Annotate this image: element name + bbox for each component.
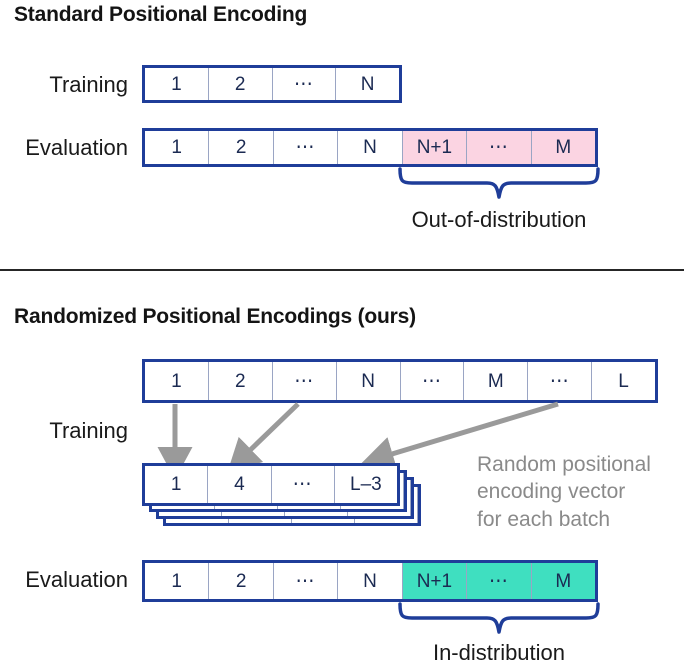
top-evaluation-cell-4-label: N+1 <box>416 137 453 158</box>
top-evaluation-cell-3: N <box>338 131 403 164</box>
bottom-evaluation-label: Evaluation <box>25 567 128 592</box>
top-evaluation-strip: 1 2 ⋯ N N+1 ⋯ M <box>142 128 598 167</box>
bottom-evaluation-cell-3: N <box>338 563 403 599</box>
bottom-full-cell-7-label: L <box>618 370 629 392</box>
bottom-evaluation-cell-0: 1 <box>145 563 210 599</box>
bottom-full-cell-5-label: M <box>487 370 504 392</box>
bottom-sampled-cell-3: L–3 <box>334 466 397 503</box>
bottom-full-cell-6: ⋯ <box>528 362 593 400</box>
top-evaluation-cell-0: 1 <box>145 131 210 164</box>
bottom-evaluation-cell-0-label: 1 <box>171 570 182 592</box>
bottom-sampled-cell-1-label: 4 <box>234 474 245 495</box>
bottom-full-cell-5: M <box>464 362 529 400</box>
bottom-full-cell-3: N <box>336 362 401 400</box>
bottom-sampled-cell-0-label: 1 <box>170 474 182 495</box>
top-training-cell-2: ⋯ <box>272 68 337 100</box>
bottom-full-cell-6-label: ⋯ <box>549 370 570 392</box>
bottom-evaluation-cell-4-label: N+1 <box>416 570 453 592</box>
bottom-training-full-range-strip: 1 2 ⋯ N ⋯ M ⋯ L <box>142 359 658 403</box>
top-training-cell-1: 2 <box>208 68 273 100</box>
top-evaluation-cell-0-label: 1 <box>171 137 182 158</box>
top-training-cell-0-label: 1 <box>171 73 182 95</box>
bottom-full-cell-0-label: 1 <box>171 370 182 392</box>
bottom-evaluation-cell-6-label: M <box>555 570 572 592</box>
bottom-evaluation-cell-5-label: ⋯ <box>488 570 509 592</box>
bottom-full-cell-7: L <box>592 362 655 400</box>
bottom-evaluation-cell-2-label: ⋯ <box>295 570 316 592</box>
top-evaluation-cell-2: ⋯ <box>273 131 339 164</box>
bottom-sampled-cell-2-label: ⋯ <box>292 474 313 495</box>
bottom-brace-caption: In-distribution <box>432 640 566 665</box>
top-brace-caption: Out-of-distribution <box>411 207 587 232</box>
top-evaluation-label: Evaluation <box>25 135 128 160</box>
top-training-cell-0: 1 <box>145 68 209 100</box>
bottom-evaluation-cell-3-label: N <box>363 570 377 592</box>
bottom-full-cell-2: ⋯ <box>272 362 337 400</box>
top-training-strip: 1 2 ⋯ N <box>142 65 402 103</box>
bottom-evaluation-cell-1-label: 2 <box>235 570 247 592</box>
top-evaluation-cell-2-label: ⋯ <box>295 137 316 158</box>
panel-divider <box>0 269 684 271</box>
top-evaluation-cell-4: N+1 <box>402 131 468 164</box>
bottom-sampled-cell-0: 1 <box>145 466 209 503</box>
panel-top-heading: Standard Positional Encoding <box>14 3 308 26</box>
top-evaluation-cell-5: ⋯ <box>467 131 532 164</box>
panel-bottom-heading: Randomized Positional Encodings (ours) <box>14 305 416 328</box>
top-training-cell-2-label: ⋯ <box>293 73 314 95</box>
bottom-full-cell-3-label: N <box>361 370 375 392</box>
bottom-full-cell-0: 1 <box>145 362 209 400</box>
bottom-training-sampled-strip: 1 4 ⋯ L–3 <box>142 463 400 506</box>
bottom-brace <box>398 602 600 636</box>
bottom-full-cell-4-label: ⋯ <box>421 370 442 392</box>
top-evaluation-cell-3-label: N <box>363 137 377 158</box>
top-evaluation-cell-6-label: M <box>555 137 572 158</box>
bottom-full-cell-2-label: ⋯ <box>294 370 315 392</box>
top-evaluation-cell-1-label: 2 <box>235 137 247 158</box>
bottom-evaluation-cell-6: M <box>531 563 595 599</box>
bottom-evaluation-cell-2: ⋯ <box>273 563 339 599</box>
bottom-full-cell-4: ⋯ <box>400 362 465 400</box>
bottom-full-cell-1: 2 <box>208 362 273 400</box>
bottom-evaluation-cell-4: N+1 <box>402 563 468 599</box>
bottom-sampled-cell-2: ⋯ <box>271 466 335 503</box>
bottom-evaluation-cell-1: 2 <box>209 563 274 599</box>
bottom-sampled-cell-1: 4 <box>208 466 272 503</box>
top-training-cell-3-label: N <box>360 73 375 95</box>
top-brace <box>398 167 600 201</box>
top-training-cell-1-label: 2 <box>234 73 246 95</box>
top-evaluation-cell-6: M <box>531 131 595 164</box>
bottom-training-label: Training <box>49 418 128 443</box>
top-training-cell-3: N <box>336 68 399 100</box>
bottom-sampled-cell-3-label: L–3 <box>350 474 382 495</box>
bottom-full-cell-1-label: 2 <box>235 370 246 392</box>
top-evaluation-cell-5-label: ⋯ <box>488 137 509 158</box>
top-training-label: Training <box>49 72 128 97</box>
random-encoding-note: Random positional encoding vector for ea… <box>477 453 651 531</box>
top-evaluation-cell-1: 2 <box>209 131 274 164</box>
bottom-evaluation-strip: 1 2 ⋯ N N+1 ⋯ M <box>142 560 598 602</box>
bottom-evaluation-cell-5: ⋯ <box>467 563 532 599</box>
